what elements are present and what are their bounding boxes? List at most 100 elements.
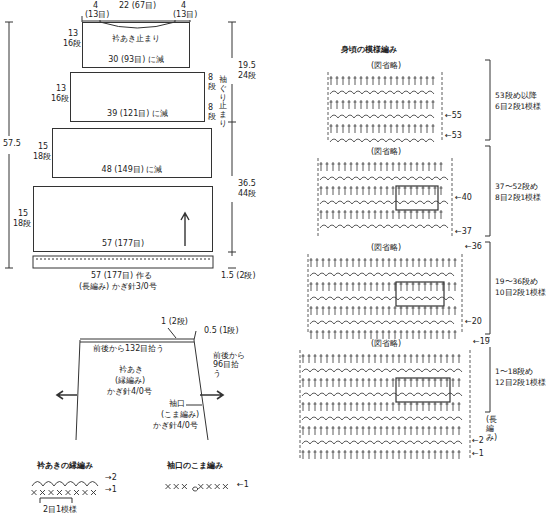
- repeat-box: [396, 378, 450, 402]
- dimension-label: 前後から132目拾う: [92, 345, 165, 354]
- dimension-label: かぎ針4/0号: [152, 422, 199, 431]
- tier-label: 48 (149目) に減: [101, 166, 164, 175]
- dimension-label: ←1: [236, 481, 250, 490]
- chain-row: [330, 139, 434, 142]
- repeat-box: [396, 186, 438, 210]
- dimension-label: 19.5: [237, 62, 257, 71]
- dimension-label: 44段: [237, 190, 257, 199]
- dimension-label: かぎ針4/0号: [106, 388, 153, 397]
- body-tier: 衿あき止まり 30 (93目) に減: [82, 22, 190, 68]
- double-crochet-row: [310, 306, 457, 315]
- double-crochet-row: [310, 258, 457, 267]
- double-crochet-row: [320, 162, 443, 171]
- double-crochet-row: [302, 402, 461, 411]
- dimension-label: (縁編み): [114, 377, 146, 386]
- chart-edge: [328, 72, 442, 140]
- dimension-label: (13目): [172, 11, 198, 20]
- direction-arrow: [181, 213, 189, 246]
- dimension-label: 10目2段1模様: [494, 289, 547, 297]
- chart-edge: [300, 350, 470, 458]
- double-crochet-row: [302, 354, 461, 363]
- armhole-edge: [76, 340, 208, 440]
- chain-row: [310, 321, 454, 324]
- double-crochet-row: [302, 426, 461, 435]
- chain-row: [320, 225, 448, 228]
- chain-row: [302, 417, 462, 420]
- leader-line: [168, 328, 196, 340]
- dimension-label: 袖ぐり止まり: [219, 76, 227, 129]
- tier-label: 39 (121目) に減: [106, 110, 169, 119]
- row-bracket: [485, 146, 490, 236]
- dimension-label: (図省略): [370, 62, 402, 71]
- double-crochet-row: [302, 450, 461, 459]
- dimension-label: ←19: [472, 338, 491, 347]
- repeat-box: [396, 282, 444, 306]
- dimension-line: [228, 22, 236, 268]
- chain-row: [330, 91, 434, 94]
- dimension-label: →1: [104, 486, 118, 495]
- body-tier: 48 (149目) に減: [52, 128, 212, 178]
- dimension-label: 18段: [32, 153, 52, 162]
- stitch-chart: [300, 60, 490, 459]
- dimension-label: ←40: [454, 194, 473, 203]
- dimension-label: 4: [180, 2, 187, 11]
- chain-row: [310, 273, 454, 276]
- double-crochet-row: [302, 378, 461, 387]
- hem-band-line: [36, 259, 210, 260]
- dimension-label: 22 (67目): [118, 2, 157, 11]
- dimension-label: 15: [17, 210, 29, 219]
- dimension-label: ←2: [471, 437, 485, 446]
- body-tier: 39 (121目) に減: [70, 72, 205, 122]
- double-crochet-row: [330, 76, 435, 85]
- dimension-label: ←20: [464, 318, 483, 327]
- dimension-label: 57.5: [2, 140, 22, 149]
- dimension-label: 13: [67, 30, 79, 39]
- dimension-label: 4: [92, 2, 99, 11]
- dimension-label: 8段: [208, 74, 216, 92]
- dimension-label: 12目2段1模様: [494, 379, 547, 387]
- double-crochet-row: [330, 124, 435, 133]
- double-crochet-row: [310, 330, 457, 339]
- dimension-label: 37〜52段め: [494, 183, 539, 191]
- schematic-lines: [5, 16, 236, 503]
- chain-row: [320, 201, 448, 204]
- chart-edge: [308, 254, 462, 334]
- leader-line: [186, 405, 202, 406]
- dimension-label: 16段: [62, 40, 82, 49]
- dimension-label: (図省略): [370, 148, 402, 157]
- dimension-label: (こま編み): [160, 411, 200, 420]
- dimension-label: 2目1模様: [42, 506, 78, 515]
- dimension-label: 1 (2段): [160, 318, 189, 327]
- dimension-label: 13: [55, 85, 67, 94]
- tier-label: 衿あき止まり: [111, 35, 161, 44]
- double-crochet-row: [320, 186, 443, 195]
- dimension-label: ←36: [464, 243, 483, 252]
- chain-row: [330, 115, 434, 118]
- dimension-label: (13目): [84, 11, 110, 20]
- dimension-label: ←55: [444, 112, 463, 121]
- chain-row: [320, 177, 448, 180]
- dimension-label: (長編み) かぎ針3/0号: [78, 283, 158, 292]
- dimension-label: 15: [37, 143, 49, 152]
- dimension-label: 8目2段1模様: [494, 194, 542, 202]
- chain-row: [310, 297, 454, 300]
- tier-label: 30 (93目) に減: [107, 56, 165, 65]
- dimension-label: 衿あきの縁編み: [36, 462, 94, 471]
- dimension-label: 前後から96目拾う: [212, 352, 248, 378]
- tier-label: 57 (177目): [101, 240, 145, 249]
- chain-row: [302, 369, 462, 372]
- dimension-label: 36.5: [237, 180, 257, 189]
- single-crochet-row: [32, 484, 228, 495]
- dimension-label: ←37: [454, 228, 473, 237]
- chain-row: [302, 441, 462, 444]
- dimension-label: 袖口: [168, 400, 186, 409]
- dimension-label: 57 (177目) 作る: [90, 272, 153, 281]
- dimension-label: 19〜36段め: [494, 278, 539, 286]
- hem-band: [33, 256, 213, 268]
- dimension-label: 16段: [50, 95, 70, 104]
- double-crochet-row: [310, 282, 457, 291]
- dimension-label: (長編み): [486, 416, 494, 442]
